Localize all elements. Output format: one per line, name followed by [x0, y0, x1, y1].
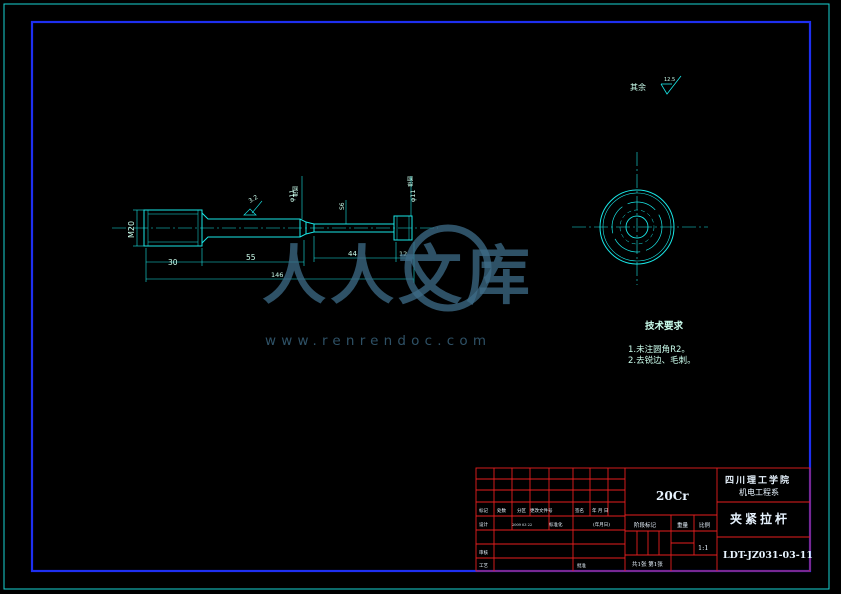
- approve-label: 批准: [577, 562, 586, 569]
- surface-roughness-note: 其余 12.5: [630, 75, 682, 95]
- stage-label: 阶段标记: [634, 521, 657, 529]
- dimension-texts: M20 30 55 146 44 12 3.2 φ11 圆锥 φ11 圆锥 S6: [127, 176, 417, 279]
- rev-mark-label: 标记: [479, 507, 488, 514]
- dim-146: 146: [271, 271, 283, 279]
- rev-sign-label: 签名: [575, 507, 584, 514]
- dim-phi11-a: φ11: [288, 189, 296, 202]
- threaded-head: [143, 209, 203, 247]
- weight-label: 重量: [677, 521, 689, 529]
- dim-30: 30: [168, 258, 178, 267]
- review-label: 审核: [479, 549, 488, 556]
- watermark: 人人文库 www.renrendoc.com: [262, 224, 534, 349]
- tech-req-title: 技术要求: [645, 320, 684, 332]
- rev-change-label: 更改文件号: [530, 507, 553, 514]
- title-block-text: 20Cr 四川理工学院 机电工程系 夹紧拉杆 LDT-JZ031-03-11 1…: [479, 474, 813, 569]
- inner-frame: [30, 20, 812, 573]
- side-view: [572, 152, 708, 285]
- mini-date: 2009 03 22: [512, 523, 532, 527]
- outer-frame: [3, 3, 830, 590]
- dim-12: 12: [399, 250, 407, 258]
- outer-circle: [599, 189, 675, 265]
- tech-req-item-2: 2.去锐边、毛刺。: [628, 355, 696, 366]
- dim-s6: S6: [339, 202, 346, 210]
- school-line-1: 四川理工学院: [725, 474, 791, 486]
- front-view: [112, 209, 438, 247]
- scale-value: 1:1: [698, 544, 708, 552]
- roughness-value: 12.5: [664, 77, 675, 83]
- tech-req-item-1: 1.未注圆角R2。: [628, 344, 690, 355]
- sheet-info: 共1张 第1张: [632, 560, 663, 568]
- dim-phi11-b-note: 圆锥: [406, 176, 414, 188]
- watermark-url: www.renrendoc.com: [265, 333, 491, 349]
- rev-date-label: 年 月 日: [592, 507, 608, 514]
- dim-m20: M20: [127, 221, 136, 238]
- technical-requirements: 技术要求 1.未注圆角R2。 2.去锐边、毛刺。: [628, 320, 696, 366]
- title-block: [475, 467, 811, 572]
- dim-phi11-a-note: 圆锥: [291, 186, 299, 198]
- process-label: 工艺: [479, 563, 488, 569]
- dim-44: 44: [348, 250, 357, 258]
- thread-circle: [611, 201, 663, 253]
- rev-count-label: 处数: [497, 507, 506, 514]
- watermark-logo-text: 人人文库: [262, 240, 534, 314]
- part-name: 夹紧拉杆: [730, 511, 790, 526]
- scale-label: 比例: [699, 521, 711, 529]
- school-line-2: 机电工程系: [739, 487, 779, 497]
- roughness-label: 其余: [630, 82, 646, 92]
- material-value: 20Cr: [656, 489, 689, 503]
- standardization-label: 标准化: [549, 521, 563, 528]
- bore-circle: [625, 215, 649, 239]
- watermark-logo-ring: [404, 224, 492, 312]
- rev-zone-label: 分区: [517, 507, 526, 514]
- dim-phi11-b: φ11: [409, 189, 417, 202]
- designer-label: 设计: [479, 521, 488, 528]
- dim-55: 55: [246, 253, 256, 262]
- dim-32: 3.2: [248, 194, 260, 205]
- drawing-number: LDT-JZ031-03-11: [723, 550, 813, 561]
- date-blank: (年月日): [593, 521, 610, 528]
- end-collar: [393, 215, 413, 241]
- dimension-lines: [133, 176, 415, 283]
